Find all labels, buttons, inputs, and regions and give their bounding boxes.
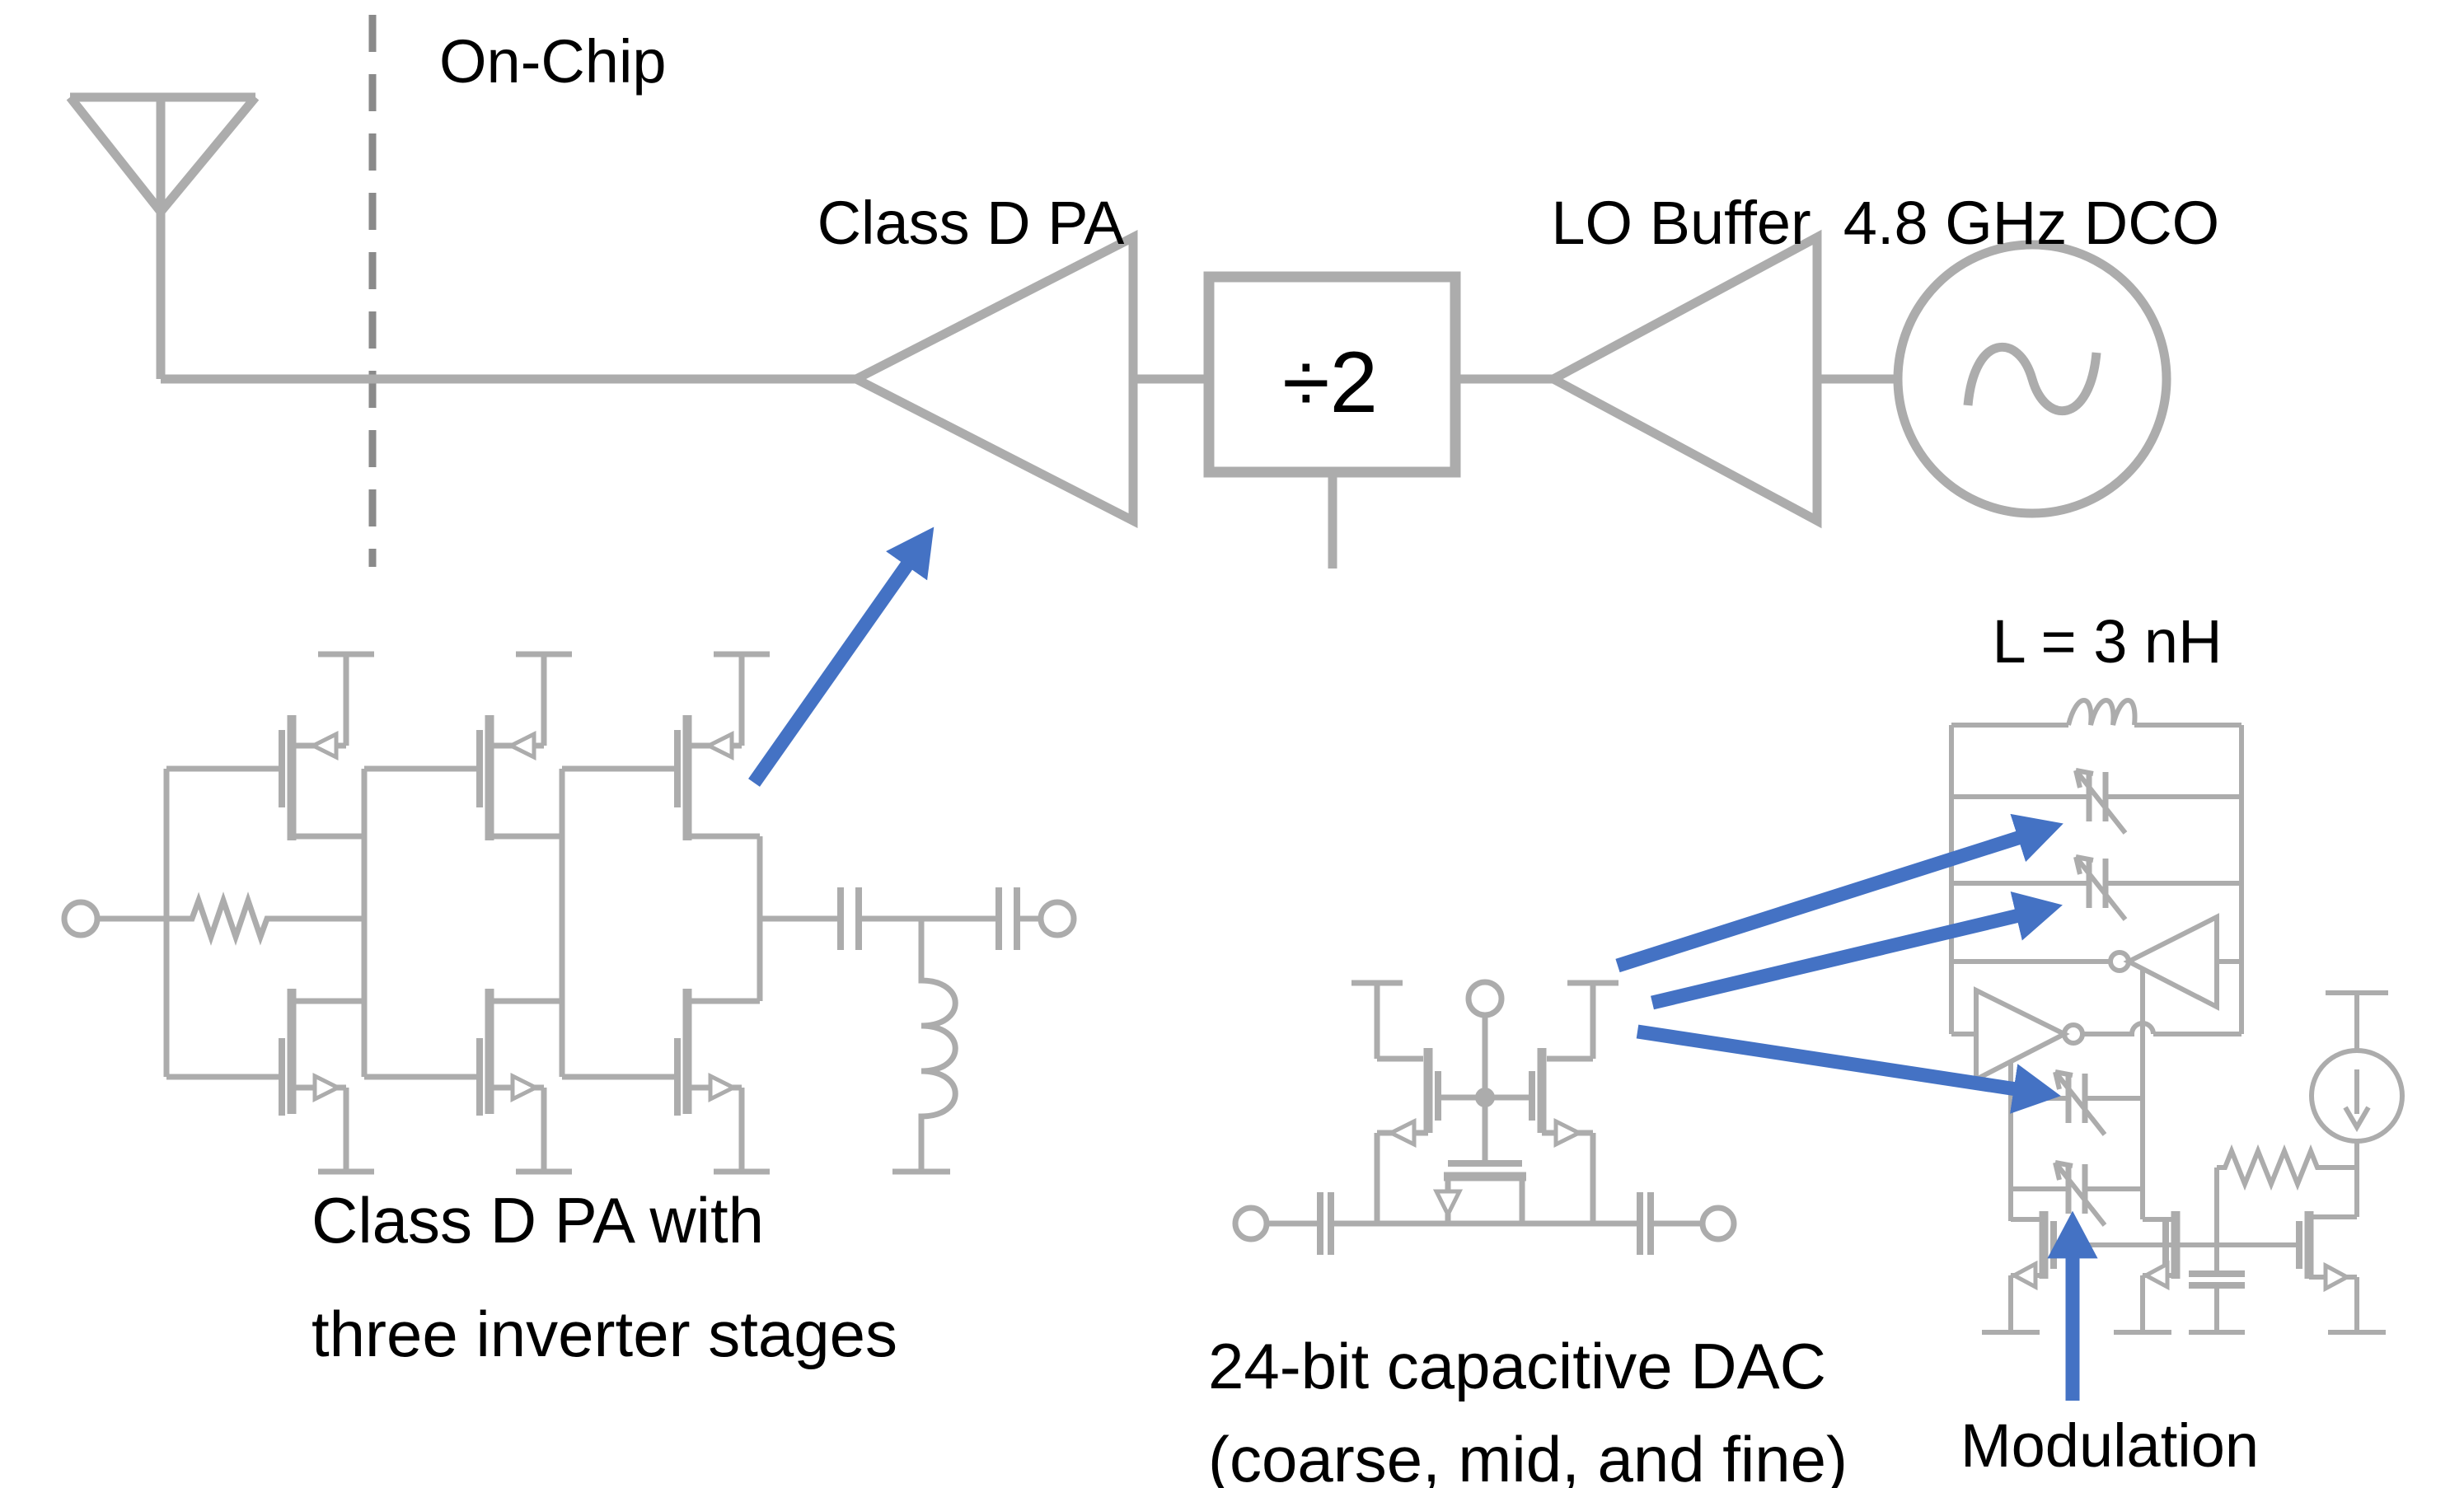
lo-buffer-amplifier-symbol: [1544, 229, 1822, 529]
dac-right-transistor: [1529, 980, 1618, 1222]
pa-output-port: [1038, 899, 1077, 938]
arrow-to-class-d-pa: [748, 526, 935, 787]
dco-block: 4.8 GHz DCO: [1843, 189, 2219, 518]
tank-inverter-b: [1951, 986, 2241, 1083]
dac-top-port: [1465, 979, 1505, 1018]
class-d-pa-amplifier-symbol: [846, 230, 1138, 528]
dco-tank-schematic: L = 3 nH: [1949, 607, 2405, 1480]
bias-transistor-mid: [2114, 1211, 2181, 1335]
tank-side-edges: [1949, 725, 2244, 1034]
annotation-arrows: [748, 526, 2098, 1401]
coupling-capacitor-2: [995, 887, 1020, 950]
tank-bottom-edge-with-hop: [2082, 1021, 2241, 1036]
antenna-icon: [66, 92, 260, 379]
modulation-label: Modulation: [1960, 1411, 2259, 1480]
inductor-value-label: L = 3 nH: [1992, 607, 2222, 676]
lo-buffer-block: LO Buffer: [1544, 189, 1822, 529]
dco-label: 4.8 GHz DCO: [1843, 189, 2219, 257]
dac-to-tank-arrow-1: [1615, 813, 2063, 973]
dac-left-transistor: [1351, 980, 1441, 1222]
on-chip-label: On-Chip: [439, 27, 667, 96]
dac-to-tank-arrow-2: [1651, 891, 2063, 1010]
sine-wave-icon: [1963, 342, 2101, 416]
dac-coupling-cap-right: [1637, 1192, 1654, 1255]
current-source-icon: [2309, 990, 2405, 1217]
pa-caption-line1: Class D PA with: [312, 1184, 764, 1256]
bias-resistor: [2217, 1144, 2357, 1191]
bypass-capacitor: [2189, 1167, 2245, 1335]
on-chip-boundary: On-Chip: [368, 15, 667, 567]
lo-buffer-label: LO Buffer: [1551, 189, 1811, 257]
coupling-capacitor-1: [837, 887, 862, 950]
pa-inverter-stage-3: [562, 654, 770, 1172]
pa-schematic: Class D PA with three inverter stages: [61, 654, 1077, 1370]
bias-transistor-left: [1982, 1211, 2057, 1335]
pa-inverter-stage-2: [364, 654, 572, 1172]
pa-caption-line2: three inverter stages: [312, 1298, 897, 1370]
dac-coupling-cap-left: [1317, 1192, 1334, 1255]
tank-inverter-a: [1951, 913, 2241, 1011]
pa-inverter-stage-1: [166, 654, 374, 1172]
dac-mos-cap: [1432, 1097, 1526, 1222]
shunt-inductor: [918, 919, 958, 1172]
feedback-resistor: [166, 891, 364, 946]
divide-by-2-block: ÷2: [1203, 271, 1461, 569]
class-d-pa-label: Class D PA: [817, 189, 1125, 257]
dac-caption-line2: (coarse, mid, and fine): [1208, 1423, 1848, 1488]
bias-transistor-right: [2296, 1211, 2386, 1335]
pa-input-port: [61, 899, 101, 938]
dac-right-port: [1699, 1205, 1737, 1242]
dac-caption-line1: 24-bit capacitive DAC: [1208, 1330, 1826, 1402]
divide-by-2-label: ÷2: [1282, 335, 1378, 431]
tank-inductor-coil: [2066, 698, 2138, 726]
dco-oscillator-symbol: [1893, 240, 2171, 518]
dac-left-port: [1232, 1205, 1270, 1242]
class-d-pa-block: Class D PA: [817, 189, 1138, 528]
dac-to-tank-arrow-3: [1636, 1024, 2061, 1114]
dac-schematic: 24-bit capacitive DAC (coarse, mid, and …: [1208, 979, 1848, 1488]
